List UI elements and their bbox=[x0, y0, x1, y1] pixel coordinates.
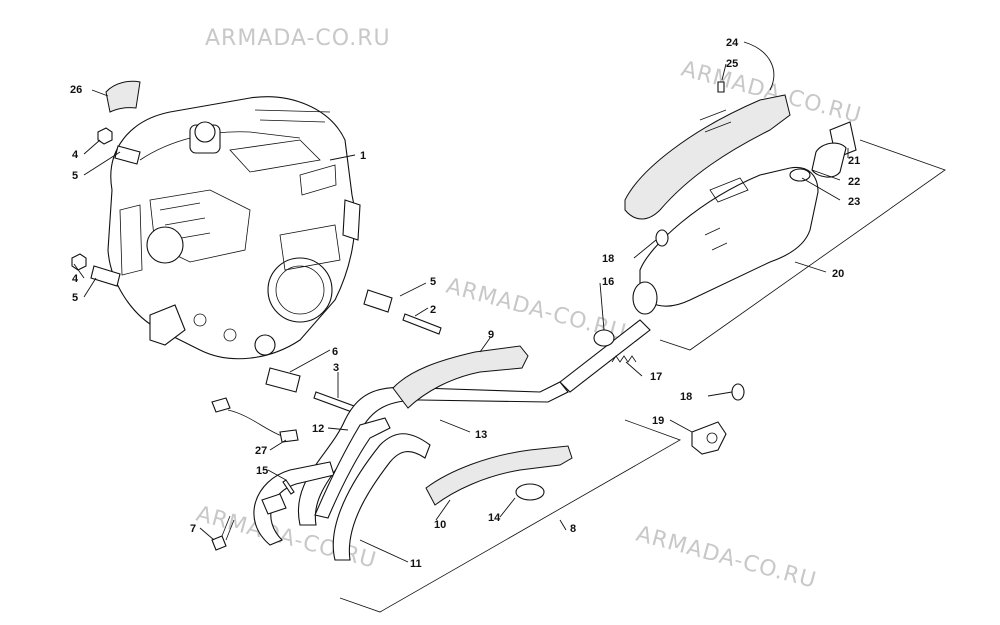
shield-slot bbox=[699, 109, 732, 133]
stud-5 bbox=[90, 265, 121, 287]
callout-4: 4 bbox=[72, 273, 79, 285]
callout-20: 20 bbox=[832, 268, 844, 280]
callout-17: 17 bbox=[650, 371, 662, 383]
callout-19: 19 bbox=[652, 415, 664, 427]
nut-4 bbox=[97, 127, 113, 145]
callout-3: 3 bbox=[333, 362, 339, 374]
watermark: ARMADA-CO.RU bbox=[633, 522, 819, 594]
callout-6: 6 bbox=[332, 346, 338, 358]
callout-25: 25 bbox=[726, 58, 738, 70]
screen-22 bbox=[811, 142, 847, 178]
callout-24: 24 bbox=[726, 37, 739, 49]
stud-5 bbox=[363, 289, 393, 313]
spring-17 bbox=[611, 355, 637, 363]
stud-5 bbox=[114, 145, 141, 165]
screw-25 bbox=[717, 81, 725, 93]
watermark: ARMADA-CO.RU bbox=[205, 26, 391, 51]
oxygen-sensor-27 bbox=[279, 429, 299, 443]
callout-5: 5 bbox=[430, 276, 436, 288]
callout-16: 16 bbox=[602, 276, 614, 288]
callout-11: 11 bbox=[410, 558, 422, 570]
callout-9: 9 bbox=[488, 329, 494, 341]
muffler-assembly bbox=[559, 166, 819, 393]
group-frame-8 bbox=[339, 419, 681, 613]
callout-23: 23 bbox=[848, 196, 860, 208]
callout-5: 5 bbox=[72, 170, 78, 182]
callout-18: 18 bbox=[602, 253, 614, 265]
grommet-18 bbox=[655, 229, 669, 247]
gasket-23 bbox=[789, 168, 811, 182]
callout-13: 13 bbox=[475, 429, 487, 441]
muffler-heat-shield-24 bbox=[624, 94, 791, 220]
callout-2: 2 bbox=[430, 304, 436, 316]
group-frame-20 bbox=[659, 139, 946, 351]
callout-22: 22 bbox=[848, 176, 860, 188]
heat-shield-26 bbox=[105, 80, 141, 113]
callout-1: 1 bbox=[360, 150, 366, 162]
callout-5: 5 bbox=[72, 292, 78, 304]
stud-6 bbox=[265, 367, 301, 393]
heat-shield-9 bbox=[392, 345, 529, 409]
callout-14: 14 bbox=[488, 512, 501, 524]
engine-assembly bbox=[107, 96, 361, 360]
gasket-16 bbox=[593, 329, 615, 347]
callout-12: 12 bbox=[312, 423, 324, 435]
bolt-2 bbox=[402, 313, 442, 335]
callout-8: 8 bbox=[570, 523, 576, 535]
callout-10: 10 bbox=[434, 519, 446, 531]
bolt-3 bbox=[313, 391, 355, 413]
sensor-connector bbox=[211, 397, 231, 413]
callout-21: 21 bbox=[848, 155, 860, 167]
nut-4 bbox=[71, 253, 87, 271]
leader-lines bbox=[73, 41, 849, 563]
callout-4: 4 bbox=[72, 149, 79, 161]
sensor-cable bbox=[227, 409, 283, 437]
bracket-19 bbox=[691, 421, 727, 455]
bolt-7 bbox=[211, 535, 227, 551]
callout-18: 18 bbox=[680, 391, 692, 403]
callout-7: 7 bbox=[190, 523, 196, 535]
pin-15 bbox=[282, 479, 295, 495]
heat-shield-10 bbox=[425, 445, 573, 506]
callout-26: 26 bbox=[70, 84, 82, 96]
callout-27: 27 bbox=[255, 445, 267, 457]
grommet-18 bbox=[731, 383, 745, 401]
bolt-7-shank bbox=[221, 515, 235, 541]
flange-gasket bbox=[261, 493, 287, 515]
callout-15: 15 bbox=[256, 465, 268, 477]
bracket-hole bbox=[706, 432, 718, 444]
clamp-14 bbox=[515, 483, 545, 501]
